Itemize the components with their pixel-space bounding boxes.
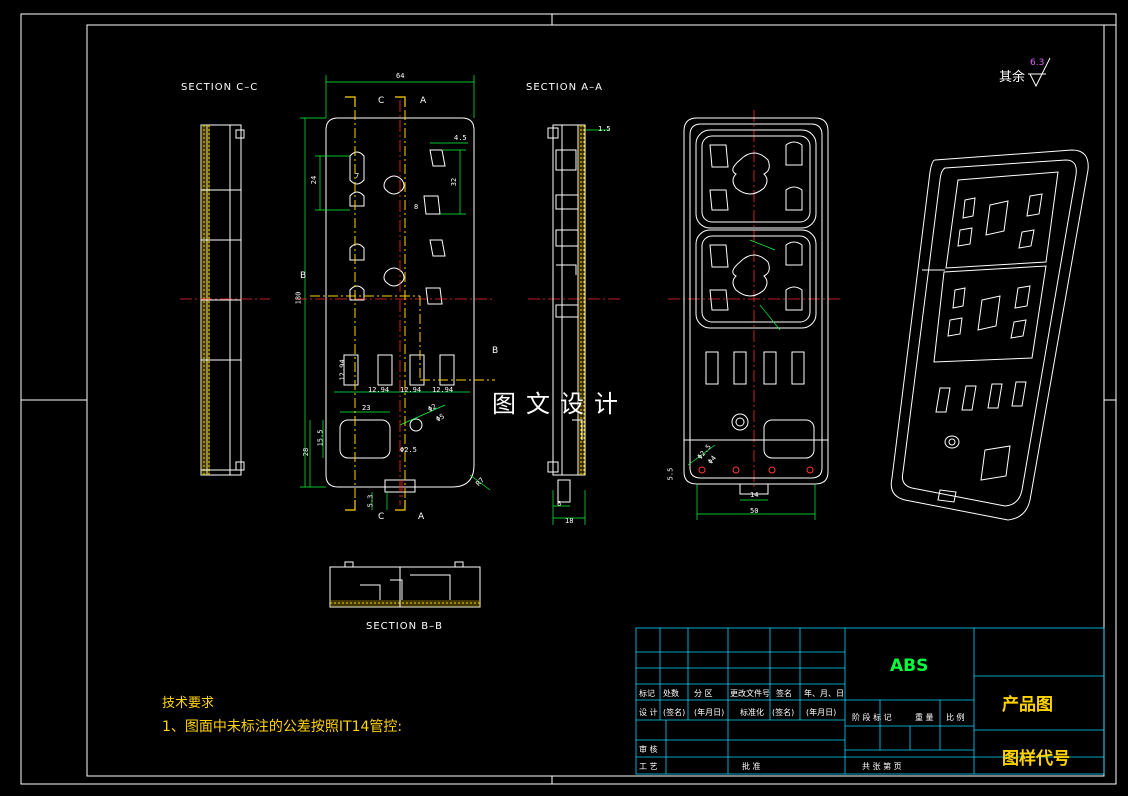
roughness-symbol	[1028, 57, 1051, 88]
dim-5-5: 5.5	[666, 467, 675, 481]
dim-64: 64	[396, 72, 405, 80]
dim-12-94-b: 12.94	[368, 386, 390, 394]
dim-14: 14	[750, 491, 759, 499]
tb-sheets-label: 共 张 第 页	[862, 762, 902, 771]
tb-row-label-5: 年、月、日	[804, 689, 844, 698]
outer-frame	[20, 13, 1117, 785]
section-c-c-label: SECTION C–C	[181, 82, 259, 93]
tb-design-label-0: 设 计	[639, 708, 658, 717]
dim-1-5: 1.5	[598, 125, 611, 133]
tb-weight-label: 重 量	[915, 713, 934, 722]
dim-4-5: 4.5	[454, 134, 467, 142]
tb-approve-label: 批 准	[742, 762, 761, 771]
dim-15-5: 15.5	[316, 429, 325, 447]
tb-design-label-5: (年月日)	[806, 708, 837, 717]
section-b-b-label: SECTION B–B	[366, 621, 443, 632]
tb-stage-label: 阶 段 标 记	[852, 713, 892, 722]
tb-row-label-1: 处数	[663, 689, 679, 698]
dim-8: 8	[414, 203, 419, 211]
tb-review-label: 审 核	[639, 745, 658, 754]
tech-requirements-title: 技术要求	[162, 696, 215, 711]
section-b-b-view	[329, 561, 481, 608]
material-label: ABS	[890, 656, 929, 676]
tb-row-label-2: 分 区	[694, 689, 713, 698]
section-a-a-view	[547, 124, 586, 503]
back-view	[683, 117, 829, 495]
cut-mark-c-top: C	[378, 96, 385, 106]
tb-row-label-3: 更改文件号	[730, 689, 770, 698]
section-c-c-view	[200, 124, 245, 476]
tb-design-label-4: (签名)	[772, 708, 795, 717]
section-a-a-label: SECTION A–A	[526, 82, 603, 93]
dim-12-94-a: 12.94	[338, 359, 347, 381]
dim-23: 23	[362, 404, 371, 412]
isometric-view	[890, 149, 1089, 521]
dim-7: 7	[355, 172, 360, 180]
cut-mark-b-left: B	[300, 271, 307, 281]
dim-12-94-c: 12.94	[400, 386, 422, 394]
cut-mark-c-bottom: C	[378, 512, 385, 522]
tb-row-label-0: 标记	[639, 689, 655, 698]
drawing-type-label: 产品图	[1002, 695, 1053, 715]
dim-5-3: 5.3	[366, 494, 375, 508]
cut-mark-a-top: A	[420, 96, 427, 106]
dim-32: 32	[450, 177, 459, 187]
dim-6: 6	[557, 500, 562, 508]
roughness-value: 6.3	[1030, 58, 1045, 68]
dim-24: 24	[310, 175, 319, 185]
tech-requirements-item: 1、图面中未标注的公差按照IT14管控:	[162, 719, 403, 735]
watermark-text: 图文设计	[492, 390, 628, 418]
tb-process-label: 工 艺	[639, 762, 658, 771]
title-block-grid	[635, 627, 1105, 775]
tb-scale-label: 比 例	[946, 713, 965, 722]
dim-180: 180	[294, 291, 303, 305]
tb-row-label-4: 签名	[776, 689, 792, 698]
dim-28: 28	[302, 447, 311, 457]
front-view	[325, 117, 475, 493]
dim-phi2-5-front: Φ2.5	[400, 446, 417, 454]
cut-mark-a-bottom: A	[418, 512, 425, 522]
front-dimensions	[300, 75, 491, 510]
dim-18: 18	[565, 517, 574, 525]
tb-design-label-2: (年月日)	[694, 708, 725, 717]
tb-design-label-1: (签名)	[663, 708, 686, 717]
cut-mark-b-right: B	[492, 346, 499, 356]
drawing-code-label: 图样代号	[1002, 749, 1070, 769]
dim-12-94-d: 12.94	[432, 386, 454, 394]
roughness-note: 其余	[999, 70, 1026, 85]
dim-50: 50	[750, 507, 759, 515]
tb-design-label-3: 标准化	[740, 708, 764, 717]
